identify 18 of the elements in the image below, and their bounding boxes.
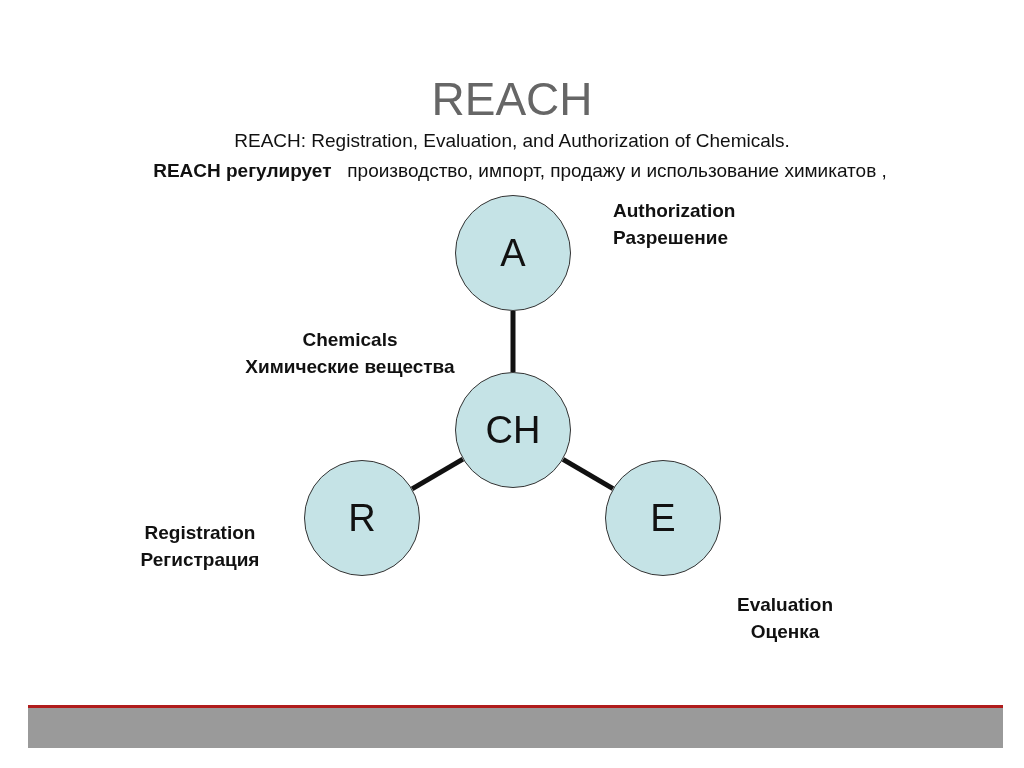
node-letter: A: [500, 231, 526, 275]
node-letter: R: [348, 496, 376, 540]
connector-line: [510, 311, 516, 372]
connector-line: [410, 457, 465, 491]
node-caption: Разрешение: [613, 226, 729, 250]
node-letter: CH: [485, 408, 541, 452]
title: REACH: [430, 72, 594, 126]
node-caption: Химические вещества: [244, 355, 456, 379]
subtitle-text: REACH регулирует производство, импорт, продажу и использование химикатов ,: [152, 160, 888, 182]
connector-line: [561, 457, 615, 491]
node-caption: Оценка: [749, 620, 821, 644]
node-caption: Evaluation: [735, 593, 835, 617]
node-caption: Authorization: [613, 199, 737, 223]
node-caption: Регистрация: [139, 548, 261, 572]
node-letter: E: [650, 496, 676, 540]
subtitle-text: REACH: Registration, Evaluation, and Authorization of Chemicals.: [233, 130, 791, 152]
node-caption: Chemicals: [301, 328, 399, 352]
node-caption: Registration: [143, 521, 257, 545]
